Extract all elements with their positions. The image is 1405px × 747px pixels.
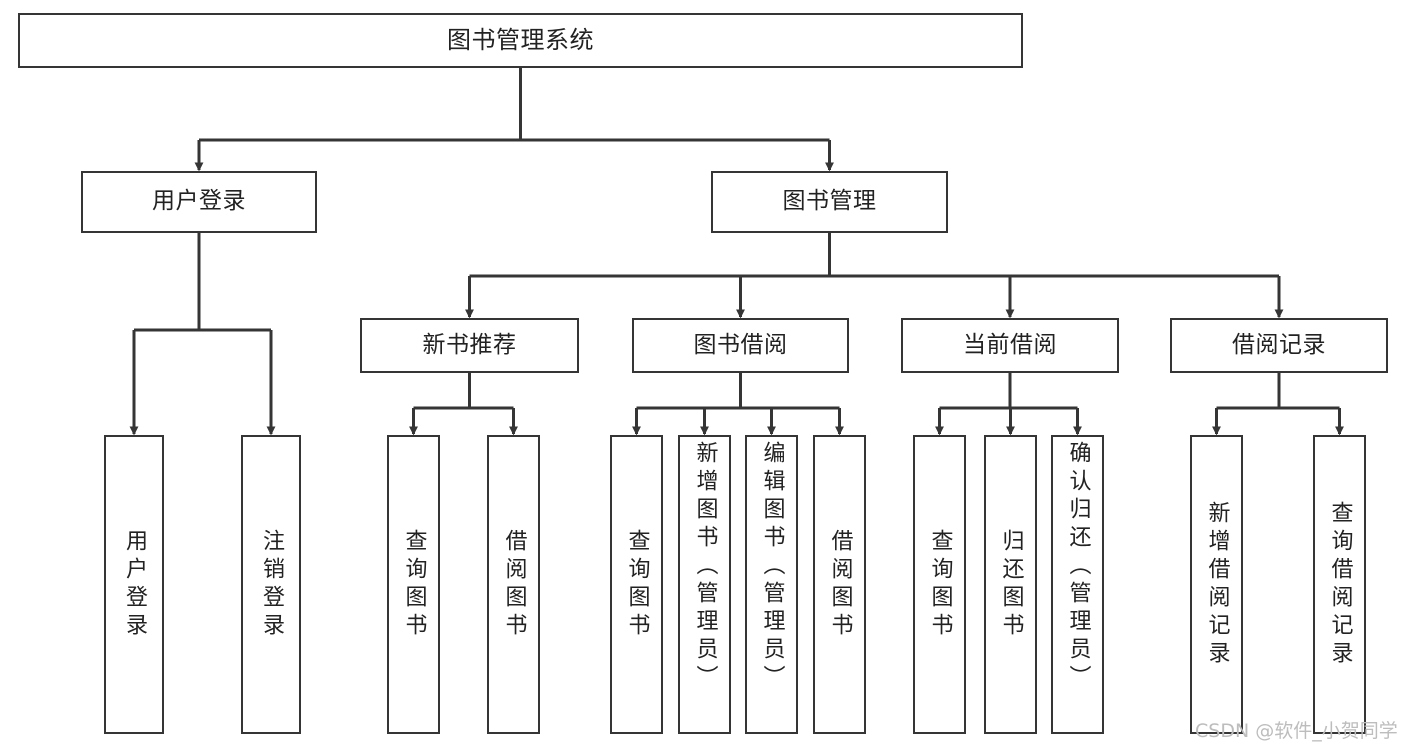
node-label-new-book-recommend: 新书推荐 <box>422 331 517 358</box>
node-leaf-add-borrow-record[interactable]: 新增借阅记录 <box>1190 435 1243 734</box>
node-label-leaf-add-borrow-record: 新增借阅记录 <box>1204 500 1230 669</box>
node-leaf-return-book[interactable]: 归还图书 <box>984 435 1037 734</box>
node-leaf-user-login[interactable]: 用户登录 <box>104 435 164 734</box>
node-label-leaf-confirm-return-admin: 确认归还（管理员） <box>1065 441 1091 693</box>
node-leaf-query-book-2[interactable]: 查询图书 <box>610 435 663 734</box>
node-label-leaf-add-book-admin: 新增图书（管理员） <box>692 441 718 693</box>
node-label-borrow-record: 借阅记录 <box>1232 331 1326 358</box>
watermark-text: CSDN @软件_小贺同学 <box>1195 720 1398 742</box>
node-leaf-confirm-return-admin[interactable]: 确认归还（管理员） <box>1051 435 1104 734</box>
node-label-leaf-query-book-1: 查询图书 <box>401 528 427 641</box>
node-leaf-query-book-1[interactable]: 查询图书 <box>387 435 440 734</box>
node-leaf-edit-book-admin[interactable]: 编辑图书（管理员） <box>745 435 798 734</box>
node-label-root: 图书管理系统 <box>447 26 594 55</box>
node-leaf-query-borrow-record[interactable]: 查询借阅记录 <box>1313 435 1366 734</box>
node-user-login[interactable]: 用户登录 <box>81 171 317 233</box>
node-label-book-borrow: 图书借阅 <box>693 331 788 358</box>
node-label-leaf-user-login: 用户登录 <box>122 528 147 641</box>
node-label-leaf-edit-book-admin: 编辑图书（管理员） <box>759 441 785 693</box>
node-root[interactable]: 图书管理系统 <box>18 13 1023 68</box>
node-label-user-login: 用户登录 <box>152 188 246 215</box>
node-book-manage[interactable]: 图书管理 <box>711 171 948 233</box>
node-label-leaf-query-book-2: 查询图书 <box>624 528 650 641</box>
node-new-book-recommend[interactable]: 新书推荐 <box>360 318 579 373</box>
node-current-borrow[interactable]: 当前借阅 <box>901 318 1119 373</box>
node-label-leaf-query-borrow-record: 查询借阅记录 <box>1327 500 1353 669</box>
node-leaf-borrow-book-1[interactable]: 借阅图书 <box>487 435 540 734</box>
node-leaf-borrow-book-2[interactable]: 借阅图书 <box>813 435 866 734</box>
node-leaf-logout[interactable]: 注销登录 <box>241 435 301 734</box>
edge-group <box>129 68 1344 436</box>
node-label-leaf-return-book: 归还图书 <box>998 528 1024 641</box>
node-leaf-query-book-3[interactable]: 查询图书 <box>913 435 966 734</box>
node-label-leaf-borrow-book-1: 借阅图书 <box>501 528 527 641</box>
node-label-leaf-borrow-book-2: 借阅图书 <box>827 528 853 641</box>
node-label-book-manage: 图书管理 <box>782 188 877 215</box>
node-label-current-borrow: 当前借阅 <box>963 331 1057 358</box>
node-borrow-record[interactable]: 借阅记录 <box>1170 318 1388 373</box>
node-book-borrow[interactable]: 图书借阅 <box>632 318 849 373</box>
node-label-leaf-query-book-3: 查询图书 <box>927 528 953 641</box>
node-leaf-add-book-admin[interactable]: 新增图书（管理员） <box>678 435 731 734</box>
node-label-leaf-logout: 注销登录 <box>259 528 284 641</box>
